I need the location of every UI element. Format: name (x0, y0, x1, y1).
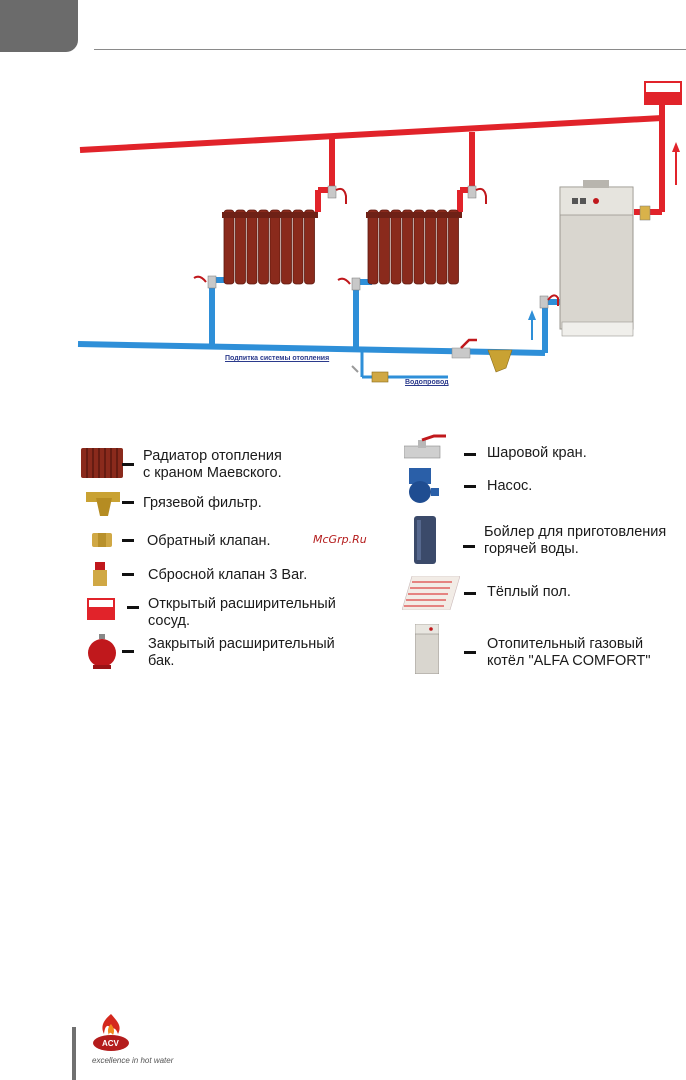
make-up-valve (351, 365, 389, 383)
make-up-label: Подпитка системы отопления (225, 355, 330, 362)
legend-closed-tank-text: Закрытый расширительный бак. (148, 636, 335, 669)
radiator-section (425, 209, 436, 285)
legend-dash (122, 463, 134, 466)
return-pipes (77, 277, 560, 356)
legend-dash (464, 651, 476, 654)
open-tank-icon (87, 598, 115, 620)
radiator-section (436, 209, 448, 285)
header-rule (94, 49, 686, 50)
supply-pipes (79, 100, 665, 215)
legend-dash (122, 650, 134, 653)
radiator-section (281, 209, 292, 285)
radiator-top-manifold (222, 212, 318, 218)
radiator-section (304, 209, 315, 285)
legend-dash (464, 485, 476, 488)
return-flow-arrow-1 (528, 310, 536, 340)
radiator-section (292, 209, 304, 285)
relief-valve-icon (93, 562, 107, 586)
return-strainer (487, 349, 513, 373)
legend-water-heater-text: Бойлер для приготовления горячей воды. (484, 524, 667, 557)
footer-bar (72, 1027, 76, 1080)
radiator-section (223, 209, 235, 285)
legend-strainer-text: Грязевой фильтр. (143, 495, 262, 511)
watermark: McGrp.Ru (313, 533, 367, 546)
legend-dash (122, 539, 134, 542)
radiator-section (402, 209, 413, 285)
legend-relief-valve-text: Сбросной клапан 3 Bar. (148, 567, 308, 583)
radiator-icon (81, 448, 123, 478)
page-corner-tab (0, 0, 78, 52)
radiator-section (258, 209, 269, 285)
heating-scheme-diagram (77, 81, 682, 383)
check-valve-icon (92, 533, 112, 547)
acv-logo-icon (93, 1014, 129, 1051)
radiators (222, 209, 462, 285)
gas-boiler (559, 180, 634, 337)
radiator-2 (366, 209, 462, 285)
legend-dash (122, 501, 134, 504)
radiator-section (413, 209, 425, 285)
legend-open-tank-text: Открытый расширительный сосуд. (148, 596, 336, 629)
legend-dash (463, 545, 475, 548)
radiator-section (269, 209, 281, 285)
underfloor-heating-icon (402, 576, 460, 610)
return-ball-valve (451, 338, 477, 359)
legend-dash (127, 606, 139, 609)
radiator-section (448, 209, 459, 285)
legend-ball-valve-text: Шаровой кран. (487, 445, 587, 461)
footer-tagline: excellence in hot water (92, 1056, 174, 1065)
radiator-1 (222, 209, 318, 285)
legend-pump-text: Насос. (487, 478, 533, 494)
water-supply-label: Водопровод (405, 379, 449, 386)
acv-brand: ACV (102, 1039, 119, 1048)
radiator-section (235, 209, 246, 285)
strainer-icon (86, 492, 120, 516)
radiator-section (379, 209, 390, 285)
open-expansion-tank (644, 81, 682, 105)
pump-icon (409, 468, 439, 503)
radiator-section (246, 209, 258, 285)
legend-dash (122, 573, 134, 576)
radiator-top-manifold (366, 212, 462, 218)
legend-underfloor-text: Тёплый пол. (487, 584, 571, 600)
supply-flow-arrow (672, 142, 680, 185)
legend-dash (464, 592, 476, 595)
radiator-section (390, 209, 402, 285)
legend-check-valve-text: Обратный клапан. (147, 533, 271, 549)
water-heater-icon (414, 516, 436, 564)
mayevsky-valves (207, 185, 651, 309)
valve-handles (193, 187, 559, 306)
legend-radiator-text: Радиатор отопления с краном Маевского. (143, 448, 282, 481)
gas-boiler-icon (415, 624, 439, 674)
legend-gas-boiler-text: Отопительный газовый котёл "ALFA COMFORT… (487, 636, 651, 669)
radiator-section (367, 209, 379, 285)
legend-dash (464, 453, 476, 456)
ball-valve-icon (404, 434, 446, 459)
closed-tank-icon (88, 634, 116, 669)
